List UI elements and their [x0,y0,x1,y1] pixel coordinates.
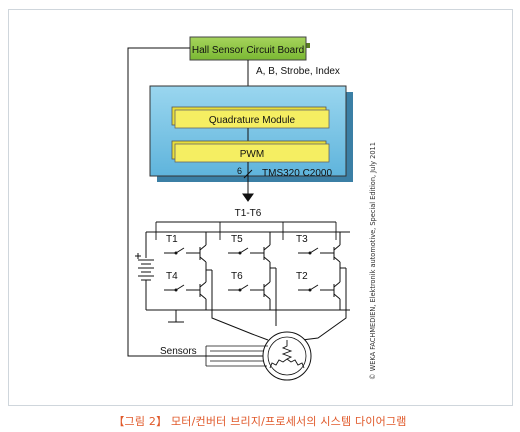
pwm-module-label: PWM [240,149,264,160]
transistor-t6 [228,281,271,300]
processor-label: TMS320 C2000 [262,168,332,179]
pwm-module [174,143,330,163]
battery-symbol [135,253,154,281]
transistor-label-t4: T4 [166,271,178,282]
figure-caption: 【그림 2】 모터/컨버터 브리지/프로세서의 시스템 다이어그램 [113,415,407,428]
transistor-label-t3: T3 [296,234,308,245]
transistor-label-t2: T2 [296,271,308,282]
hall-sensor-board: Hall Sensor Circuit Board [189,36,310,61]
motor-symbol [262,331,312,381]
sensor-wires [205,345,268,367]
transistor-label-t1: T1 [166,234,178,245]
bus-signals-label: A, B, Strobe, Index [256,66,340,77]
figure-frame [8,9,513,406]
pwm-output [242,162,254,202]
quadrature-module-label: Quadrature Module [209,115,296,126]
credit-text: © WEKA FACHMEDIEN, Elektronik automotive… [369,142,377,380]
transistor-t2 [298,281,341,300]
transistor-group [164,244,341,300]
bridge-rails [145,231,350,323]
quadrature-module [174,109,330,129]
bridge-legs [205,232,346,310]
transistor-t1 [164,244,207,263]
gate-signals-label: T1-T6 [235,208,262,219]
gate-bus [155,221,337,240]
hall-sensor-board-label: Hall Sensor Circuit Board [192,45,304,56]
phase-wires [211,268,347,341]
pwm-lines-label: 6 [237,166,242,176]
sensors-label: Sensors [160,346,197,357]
transistor-label-t5: T5 [231,234,243,245]
transistor-t3 [298,244,341,263]
transistor-t4 [164,281,207,300]
transistor-label-t6: T6 [231,271,243,282]
system-diagram: Hall Sensor Circuit Board A, B, Strobe, … [127,36,377,381]
processor-block: Quadrature Module PWM 6 TMS320 C2000 [149,85,353,182]
transistor-t5 [228,244,271,263]
